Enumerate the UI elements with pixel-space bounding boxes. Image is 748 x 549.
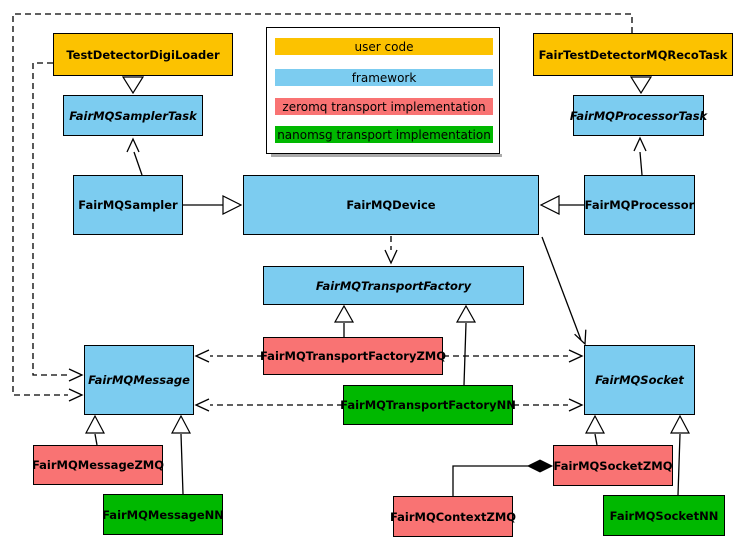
node-fairmq-sampler: FairMQSampler (73, 175, 183, 235)
edge-device-depends-transportfactory (384, 236, 398, 265)
legend-item-nanomsg: nanomsg transport implementation (275, 126, 493, 143)
edge-socketzmq-composes-contextzmq (452, 459, 554, 496)
legend-item-zeromq: zeromq transport implementation (275, 98, 493, 115)
edge-messagenn-inherits-message (171, 414, 191, 495)
node-fairmq-message-zmq: FairMQMessageZMQ (32, 445, 164, 485)
edge-sampler-inherits-device (183, 195, 243, 215)
edge-processor-inherits-device (539, 195, 584, 215)
node-fairmq-processor-task: FairMQProcessorTask (570, 95, 707, 136)
edge-factoryzmq-depends-message (194, 349, 263, 363)
legend-item-framework: framework (275, 69, 493, 86)
edge-digiloader-inherits-samplertask (121, 76, 145, 95)
legend-shadow (271, 154, 502, 157)
node-fairmq-message: FairMQMessage (84, 345, 194, 415)
edge-factorynn-inherits-transportfactory (455, 304, 477, 386)
edge-socketzmq-inherits-socket (585, 414, 605, 446)
legend-item-user-code: user code (275, 38, 493, 55)
node-fairmq-socket-zmq: FairMQSocketZMQ (553, 445, 673, 486)
edge-sampler-uses-samplertask (126, 137, 143, 176)
legend-label: framework (351, 70, 417, 85)
edge-socketnn-inherits-socket (670, 414, 690, 496)
node-fairmq-sampler-task: FairMQSamplerTask (63, 95, 203, 136)
edge-factoryzmq-depends-socket (443, 349, 584, 363)
node-test-detector-digi-loader: TestDetectorDigiLoader (53, 33, 233, 76)
node-fairmq-context-zmq: FairMQContextZMQ (390, 496, 516, 537)
node-fairmq-transport-factory-nn: FairMQTransportFactoryNN (340, 385, 516, 425)
edge-processor-uses-processortask (633, 136, 647, 176)
node-fairmq-message-nn: FairMQMessageNN (102, 494, 224, 535)
edge-factoryzmq-inherits-transportfactory (333, 304, 355, 337)
node-fairmq-socket-nn: FairMQSocketNN (603, 495, 725, 536)
node-fairmq-socket: FairMQSocket (584, 345, 695, 415)
node-fairmq-transport-factory-zmq: FairMQTransportFactoryZMQ (260, 337, 446, 375)
edge-factorynn-depends-message (194, 398, 343, 412)
legend-label: zeromq transport implementation (282, 99, 486, 114)
node-fairmq-transport-factory: FairMQTransportFactory (263, 266, 524, 305)
edge-factorynn-depends-socket (513, 398, 584, 412)
node-fairmq-device: FairMQDevice (243, 175, 539, 235)
edge-recotask-inherits-processortask (629, 76, 653, 95)
edge-messagezmq-inherits-message (85, 414, 105, 446)
node-fairmq-processor: FairMQProcessor (584, 175, 695, 235)
node-fair-test-detector-mq-reco-task: FairTestDetectorMQRecoTask (533, 33, 733, 76)
legend-panel: user code framework zeromq transport imp… (266, 27, 502, 157)
legend-label: user code (354, 39, 414, 54)
edge-device-uses-socket (541, 236, 587, 346)
legend-label: nanomsg transport implementation (277, 127, 491, 142)
